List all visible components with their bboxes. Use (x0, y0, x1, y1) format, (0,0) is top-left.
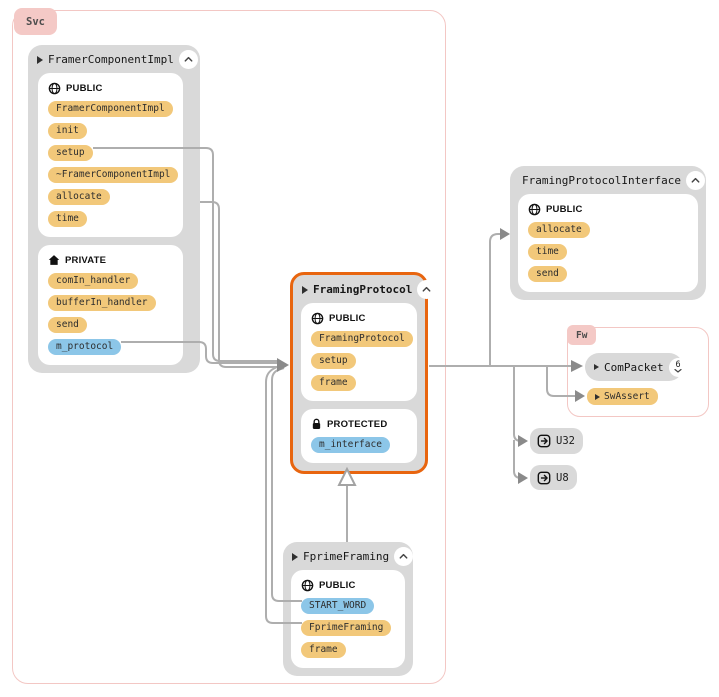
node-sw-assert[interactable]: SwAssert (587, 388, 658, 405)
visibility-label: PUBLIC (546, 203, 583, 215)
node-title[interactable]: FramingProtocol (313, 283, 413, 296)
node-title[interactable]: ComPacket (604, 360, 664, 374)
chevron-up-icon (399, 553, 408, 559)
member-pill[interactable]: time (528, 244, 567, 260)
chevron-up-icon (184, 56, 193, 62)
member-pill[interactable]: init (48, 123, 87, 139)
node-header[interactable]: FprimeFraming (283, 542, 414, 570)
node-u32[interactable]: U32 (530, 428, 583, 454)
member-pill[interactable]: comIn_handler (48, 273, 139, 289)
member-pill[interactable]: START_WORD (301, 598, 375, 614)
member-pill[interactable]: send (528, 266, 567, 282)
node-framing-protocol[interactable]: FramingProtocol PUBLIC FramingProtocol s… (290, 272, 437, 474)
section-private: PRIVATE comIn_handler bufferIn_handler s… (38, 245, 183, 365)
visibility-label: PUBLIC (319, 579, 356, 591)
edge-framing-to-u8 (513, 440, 522, 479)
section-public: PUBLIC FramingProtocol setup frame (301, 303, 417, 401)
globe-icon (301, 579, 314, 592)
member-pill[interactable]: frame (311, 375, 356, 391)
member-pill[interactable]: allocate (48, 189, 110, 205)
node-header[interactable]: FramingProtocolInterface (510, 166, 706, 194)
member-pill[interactable]: FramingProtocol (311, 331, 413, 347)
chevron-up-icon (691, 177, 700, 183)
chevron-up-icon (422, 286, 431, 292)
node-title[interactable]: FramerComponentImpl (48, 53, 174, 66)
collapse-button[interactable] (178, 50, 198, 69)
member-pill[interactable]: frame (301, 642, 346, 658)
section-label: PRIVATE (48, 253, 173, 267)
member-pill[interactable]: FramerComponentImpl (48, 101, 173, 117)
section-label: PROTECTED (311, 417, 407, 431)
expand-triangle-icon[interactable] (595, 393, 600, 400)
node-title[interactable]: U32 (556, 435, 575, 447)
member-count-badge[interactable]: 6 (668, 357, 688, 377)
edge-framing-to-u32 (513, 366, 522, 442)
section-protected: PROTECTED m_interface (301, 409, 417, 463)
collapse-button[interactable] (417, 280, 437, 299)
namespace-tab-svc[interactable]: Svc (14, 8, 57, 35)
visibility-label: PUBLIC (329, 312, 366, 324)
collapse-button[interactable] (685, 171, 705, 190)
node-title[interactable]: SwAssert (604, 391, 650, 402)
section-public: PUBLIC START_WORD FprimeFraming frame (291, 570, 405, 668)
node-title[interactable]: FprimeFraming (303, 550, 390, 563)
member-pill[interactable]: send (48, 317, 87, 333)
chevron-down-icon (674, 369, 682, 373)
member-pill[interactable]: FprimeFraming (301, 620, 392, 636)
node-framer-component-impl[interactable]: FramerComponentImpl PUBLIC FramerCompone… (28, 45, 200, 373)
expand-triangle-icon[interactable] (37, 55, 43, 64)
node-com-packet[interactable]: ComPacket 6 (585, 353, 688, 381)
expand-triangle-icon[interactable] (594, 364, 599, 370)
section-public: PUBLIC allocate time send (518, 194, 698, 292)
member-pill[interactable]: bufferIn_handler (48, 295, 156, 311)
globe-icon (48, 82, 61, 95)
section-public: PUBLIC FramerComponentImpl init setup ~F… (38, 73, 183, 237)
section-label: PUBLIC (311, 311, 407, 325)
member-pill[interactable]: m_interface (311, 437, 390, 453)
badge-count: 6 (675, 360, 681, 370)
expand-triangle-icon[interactable] (292, 552, 298, 561)
node-framing-protocol-interface[interactable]: FramingProtocolInterface PUBLIC allocate… (510, 166, 706, 300)
visibility-label: PUBLIC (66, 82, 103, 94)
member-pill[interactable]: m_protocol (48, 339, 122, 355)
arrowhead-into-u32 (518, 435, 528, 447)
node-u8[interactable]: U8 (530, 465, 577, 490)
node-header[interactable]: FramingProtocol (293, 275, 437, 303)
section-label: PUBLIC (48, 81, 173, 95)
typedef-arrow-icon (537, 471, 551, 485)
member-pill[interactable]: setup (48, 145, 93, 161)
arrowhead-into-u8 (518, 472, 528, 484)
member-pill[interactable]: setup (311, 353, 356, 369)
visibility-label: PRIVATE (65, 254, 107, 266)
namespace-tab-fw[interactable]: Fw (567, 325, 597, 345)
node-header[interactable]: FramerComponentImpl (28, 45, 200, 73)
expand-triangle-icon[interactable] (302, 285, 308, 294)
section-label: PUBLIC (301, 578, 395, 592)
collapse-button[interactable] (394, 547, 414, 566)
section-label: PUBLIC (528, 202, 688, 216)
typedef-arrow-icon (537, 434, 551, 448)
lock-icon (311, 418, 322, 430)
member-pill[interactable]: time (48, 211, 87, 227)
node-title[interactable]: FramingProtocolInterface (522, 174, 681, 187)
house-icon (48, 254, 60, 266)
visibility-label: PROTECTED (327, 418, 388, 430)
member-pill[interactable]: allocate (528, 222, 590, 238)
node-fprime-framing[interactable]: FprimeFraming PUBLIC START_WORD FprimeFr… (283, 542, 414, 676)
edge-framing-to-interface (489, 233, 500, 366)
arrowhead-into-interface (500, 228, 510, 240)
globe-icon (311, 312, 324, 325)
node-title[interactable]: U8 (556, 471, 569, 484)
member-pill[interactable]: ~FramerComponentImpl (48, 167, 179, 183)
globe-icon (528, 203, 541, 216)
